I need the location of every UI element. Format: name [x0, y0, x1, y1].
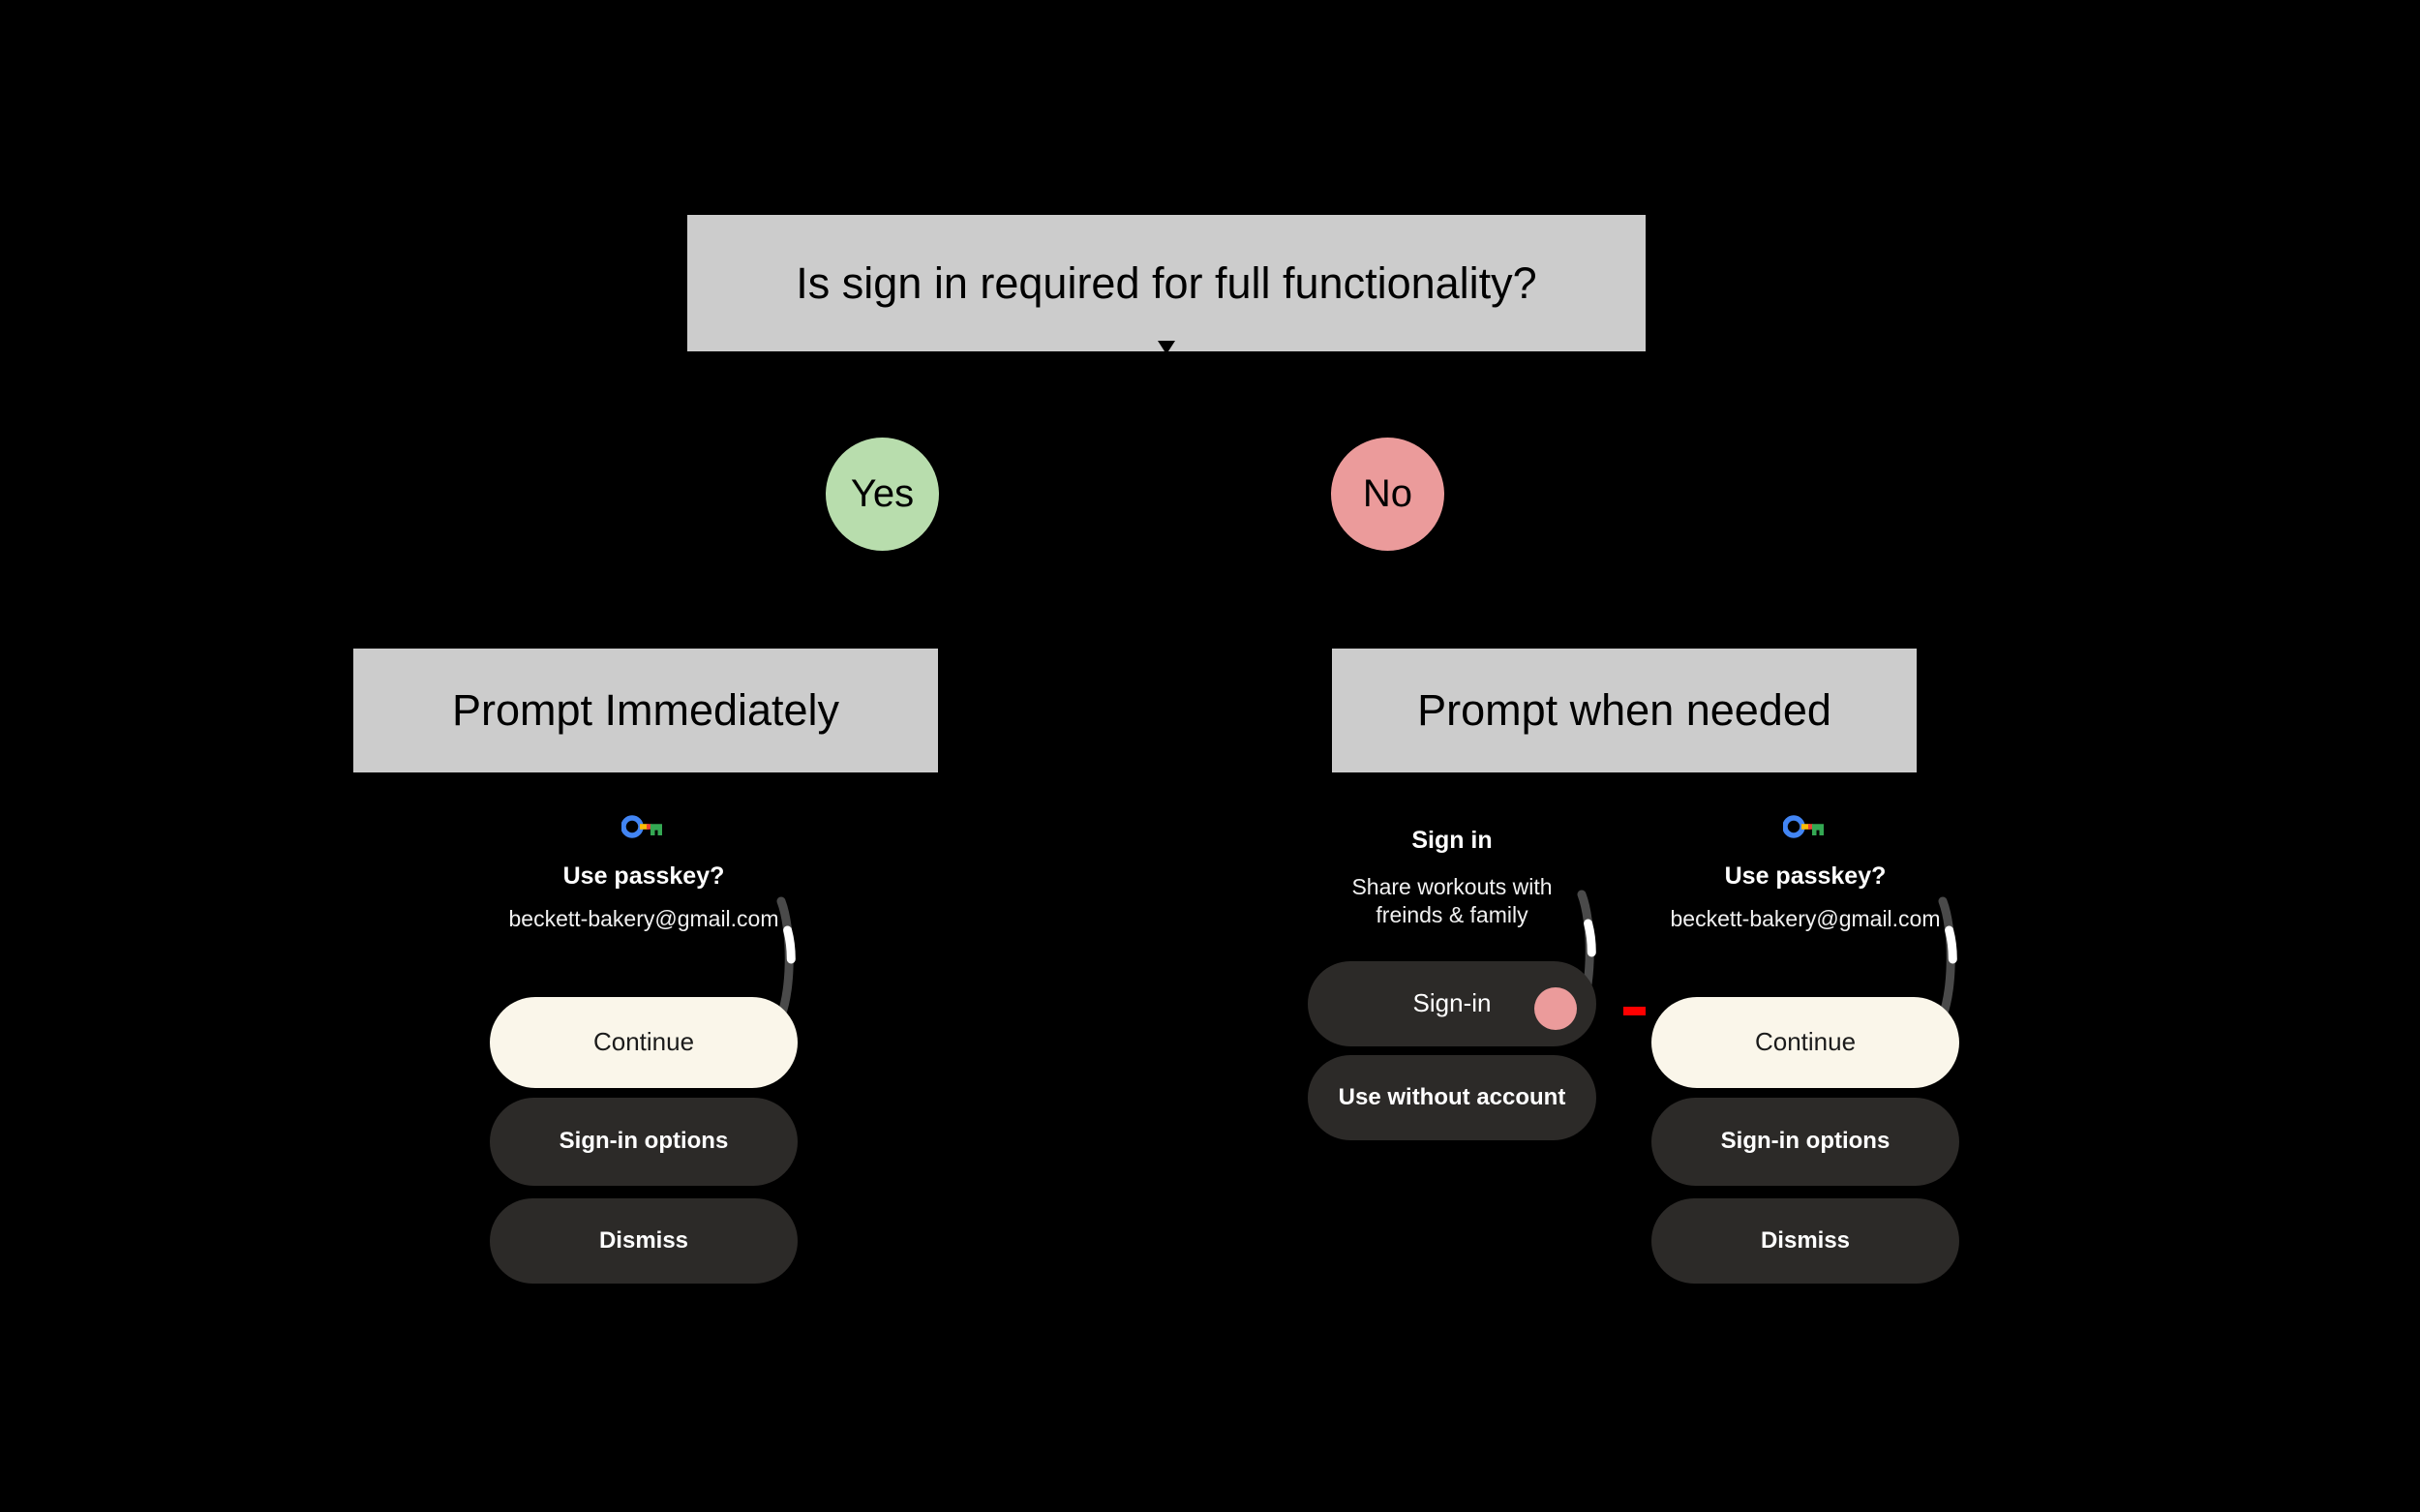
connector-yes-branch	[882, 351, 884, 438]
result-box-prompt-when-needed: Prompt when needed	[1332, 649, 1917, 772]
connector-no-branch	[1387, 351, 1389, 438]
screen-card-middle-signin: Sign in Share workouts with freinds & fa…	[1302, 803, 1602, 1191]
card-account-email: beckett-bakery@gmail.com	[508, 906, 779, 931]
connector-question-down	[1165, 351, 1167, 369]
result-box-prompt-immediately: Prompt Immediately	[353, 649, 938, 772]
connector-yes-to-box	[882, 551, 884, 649]
touch-indicator-dot	[1534, 987, 1577, 1030]
google-passkey-icon	[621, 815, 662, 838]
scroll-indicator-left[interactable]	[772, 895, 805, 1021]
card-subtitle-share-workouts: Share workouts with freinds & family	[1351, 874, 1553, 928]
button-dismiss[interactable]: Dismiss	[490, 1198, 798, 1284]
google-passkey-icon	[1783, 815, 1824, 838]
screen-card-right-passkey: Use passkey? beckett-bakery@gmail.com Co…	[1646, 803, 1965, 1297]
button-use-without-account[interactable]: Use without account	[1308, 1055, 1596, 1140]
button-continue[interactable]: Continue	[490, 997, 798, 1088]
branch-label-no: No	[1331, 438, 1444, 551]
button-sign-in-options[interactable]: Sign-in options	[490, 1098, 798, 1186]
button-continue[interactable]: Continue	[1651, 997, 1959, 1088]
connector-no-to-box	[1387, 551, 1389, 649]
card-title-use-passkey: Use passkey?	[562, 862, 725, 890]
decision-box-question: Is sign in required for full functionali…	[687, 215, 1646, 351]
connector-arrowhead-no	[1379, 638, 1397, 651]
card-account-email: beckett-bakery@gmail.com	[1670, 906, 1941, 931]
branch-label-yes: Yes	[826, 438, 939, 551]
card-title-use-passkey: Use passkey?	[1724, 862, 1887, 890]
scroll-indicator-right[interactable]	[1934, 895, 1967, 1021]
screen-card-left-passkey: Use passkey? beckett-bakery@gmail.com Co…	[484, 803, 803, 1297]
connector-arrowhead-yes	[874, 638, 892, 651]
card-title-sign-in: Sign in	[1411, 827, 1493, 854]
button-dismiss[interactable]: Dismiss	[1651, 1198, 1959, 1284]
connector-arrowhead-question	[1158, 341, 1175, 354]
button-sign-in-options[interactable]: Sign-in options	[1651, 1098, 1959, 1186]
